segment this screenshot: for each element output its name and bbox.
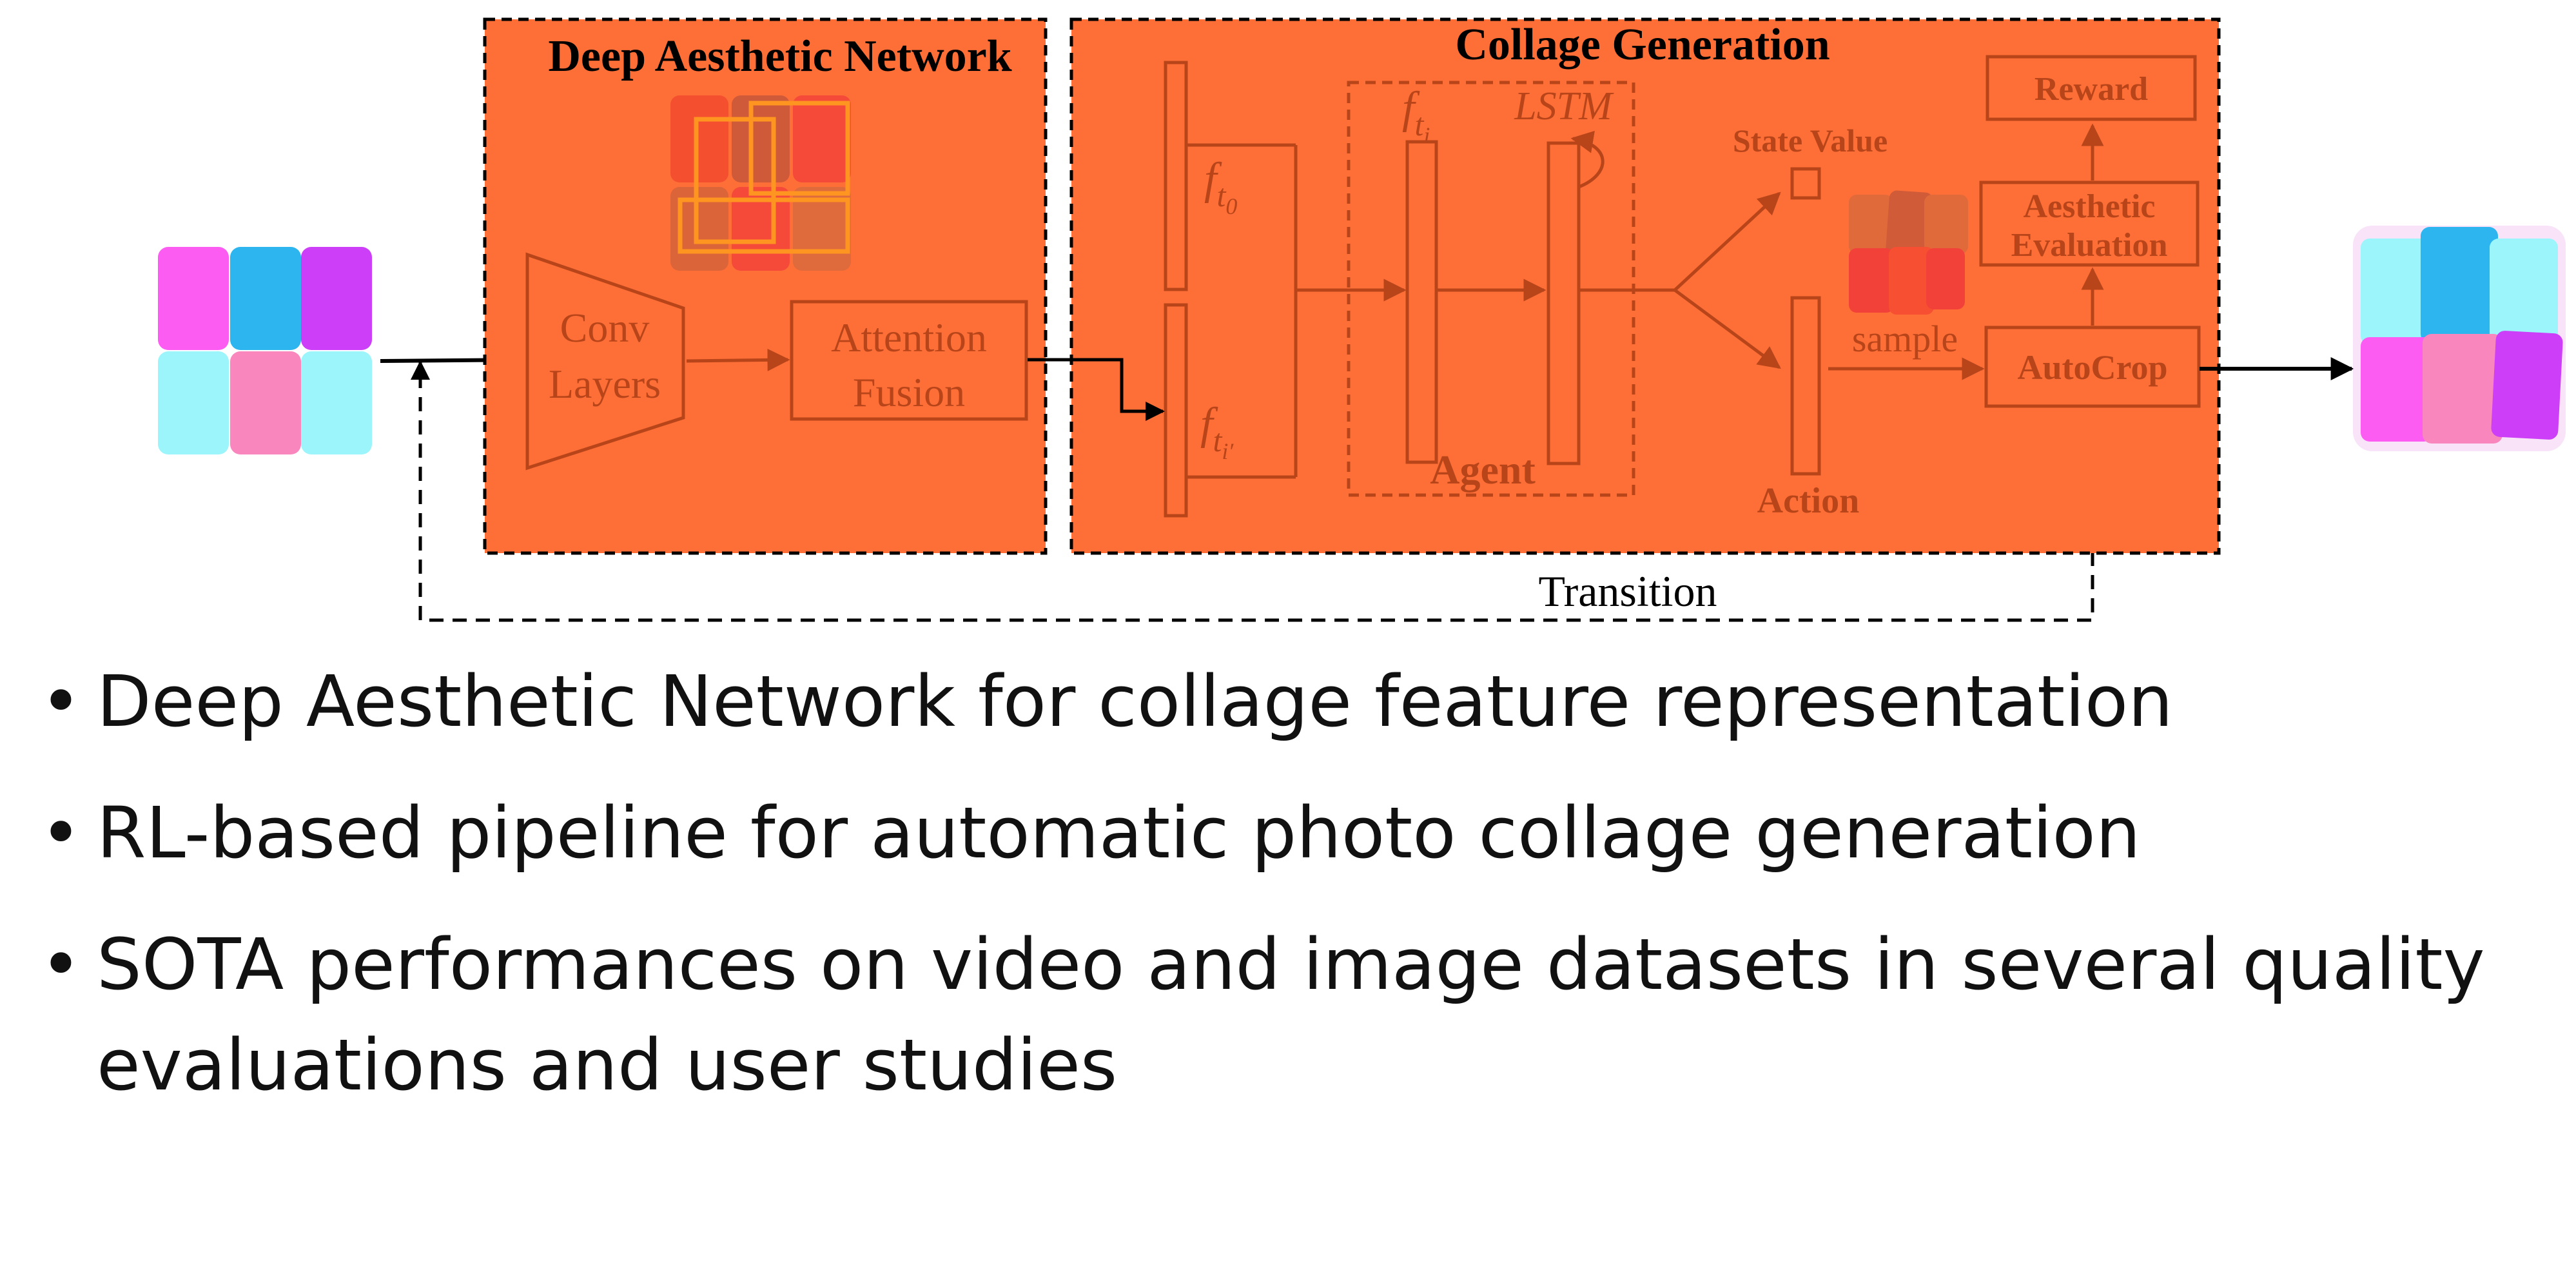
sample-label: sample: [1852, 318, 1958, 360]
output-collage: [2353, 226, 2566, 451]
feature-label-t0: ft0: [1204, 154, 1237, 219]
conv-to-attention-arrow: [686, 348, 790, 371]
fusion-to-feature-arrow: [1028, 358, 1165, 421]
bullet-item: •SOTA performances on video and image da…: [40, 914, 2490, 1115]
deep-aesthetic-network-panel: Deep Aesthetic Network Conv Layers Atten…: [483, 17, 1048, 555]
aesthetic-label-line1: Aesthetic: [2023, 188, 2155, 225]
feature-bar-t0: [1164, 61, 1188, 291]
conv-label-line1: Conv: [560, 305, 650, 351]
attention-label-line1: Attention: [831, 315, 987, 360]
reward-label: Reward: [2034, 71, 2148, 108]
bullet-text: Deep Aesthetic Network for collage featu…: [97, 660, 2173, 743]
agent-feature-bar: [1405, 140, 1438, 464]
attention-map-icon: [670, 95, 851, 271]
bullet-item: •RL-based pipeline for automatic photo c…: [40, 783, 2490, 883]
attention-fusion-block: [790, 300, 1028, 421]
collage-thumbnail: [1849, 190, 1968, 315]
conv-label-line2: Layers: [549, 361, 661, 407]
action-label: Action: [1757, 481, 1860, 521]
autocrop-label: AutoCrop: [2017, 348, 2167, 387]
feature-label-ti-prime: fti′: [1200, 399, 1234, 464]
aesthetic-label-line2: Evaluation: [2011, 227, 2168, 264]
conv-layers-block: [525, 252, 685, 471]
lstm-recurrence-arrow: [1570, 130, 1605, 189]
aesthetic-evaluation-block: [1979, 181, 2200, 267]
action-bar: [1790, 296, 1821, 476]
bullet-item: •Deep Aesthetic Network for collage feat…: [40, 651, 2490, 752]
state-value-label: State Value: [1733, 122, 1888, 159]
bullet-dot: •: [40, 923, 82, 1006]
bullet-list: •Deep Aesthetic Network for collage feat…: [40, 651, 2490, 1146]
cg-title: Collage Generation: [1455, 20, 1830, 70]
collage-generation-panel: Collage Generation ft0 fti′ Agent fti LS…: [1028, 17, 2221, 555]
dan-title: Deep Aesthetic Network: [548, 32, 1011, 81]
feature-bar-ti-prime: [1164, 303, 1188, 518]
input-photo-grid: [158, 247, 372, 454]
bullet-text: SOTA performances on video and image dat…: [97, 923, 2485, 1106]
attention-label-line2: Fusion: [853, 369, 965, 415]
agent-label: Agent: [1430, 447, 1536, 493]
bullet-text: RL-based pipeline for automatic photo co…: [97, 792, 2141, 874]
lstm-label: LSTM: [1514, 84, 1614, 128]
autocrop-block: [1984, 326, 2201, 408]
transition-label: Transition: [1538, 567, 1717, 616]
bullet-dot: •: [40, 792, 82, 874]
lstm-bar: [1547, 141, 1581, 465]
reward-block: [1986, 55, 2197, 121]
state-value-box: [1790, 167, 1821, 200]
bullet-dot: •: [40, 660, 82, 743]
